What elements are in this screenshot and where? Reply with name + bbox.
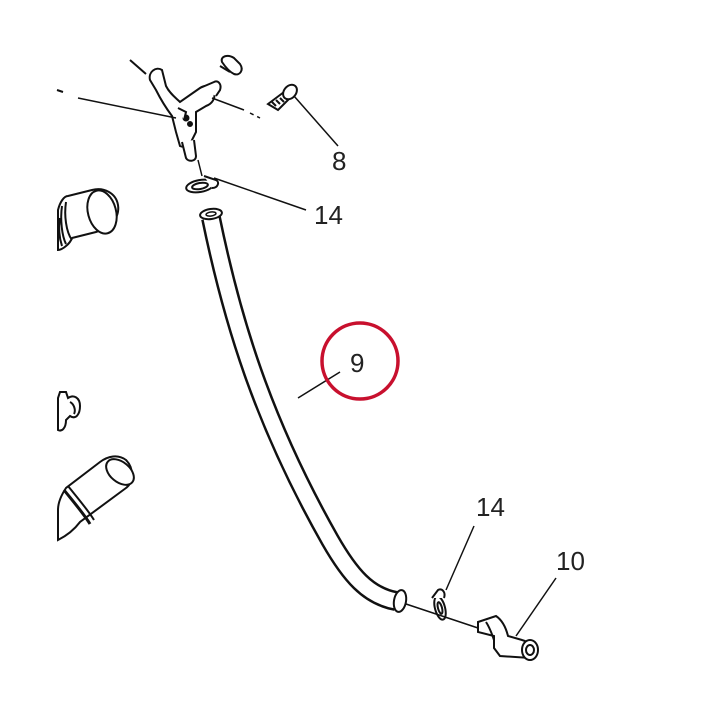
hose-part-9: [199, 207, 408, 613]
partial-pipe-fitting-lower-left: [57, 455, 135, 542]
leader-line-8: [293, 95, 339, 147]
y-connector-top-stub: [129, 59, 147, 75]
y-connector: [148, 67, 222, 162]
callout-14-bottom: 14: [476, 492, 505, 522]
leader-line-14-top: [213, 177, 307, 211]
leader-line-9: [297, 371, 341, 399]
connector-down-stub: [197, 159, 203, 177]
callout-9: 9: [350, 348, 364, 378]
highlight-circle-9: [320, 321, 400, 401]
clamp-top-part-14: [185, 175, 220, 194]
screw-dash-line-2: [249, 112, 261, 119]
callout-8: 8: [332, 146, 346, 176]
leader-line-left: [77, 97, 177, 119]
leader-line-10: [515, 577, 557, 637]
callout-14-top: 14: [314, 200, 343, 230]
clip-top-right: [219, 54, 243, 76]
leader-line-14-bottom: [445, 525, 475, 591]
partial-bracket-left: [57, 391, 82, 432]
partial-pipe-fitting-upper-left: [57, 188, 120, 252]
clamp-bottom-part-14: [431, 588, 447, 621]
fitting-part-10: [477, 614, 539, 661]
hose-to-fitting-line: [405, 603, 479, 629]
callout-10: 10: [556, 546, 585, 576]
partial-component-upper-left-mark: [56, 89, 64, 93]
screw-dash-line: [211, 97, 245, 111]
